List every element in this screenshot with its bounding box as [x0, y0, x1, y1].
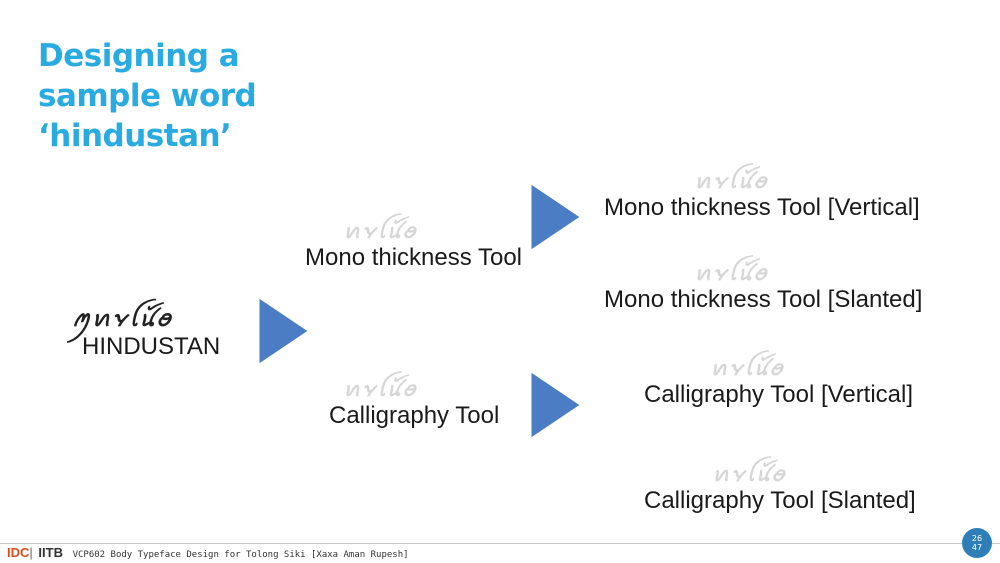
title-line-3: ‘hindustan’	[38, 118, 232, 154]
iitb-text: IITB	[38, 545, 63, 560]
mono-script-word: ꪕꪩꪶꪙꪰꪮ	[343, 219, 417, 243]
slide-footer: IDC| IITB VCP602 Body Typeface Design fo…	[0, 543, 1000, 563]
arrow-right-icon	[256, 293, 313, 369]
slide-title: Designing a sample word ‘hindustan’	[38, 36, 338, 156]
footer-divider	[0, 543, 1000, 544]
calligraphy-vertical-label: Calligraphy Tool [Vertical]	[644, 381, 914, 408]
mono-slanted-label: Mono thickness Tool [Slanted]	[604, 286, 923, 313]
calligraphy-slanted-label: Calligraphy Tool [Slanted]	[644, 487, 916, 514]
source-script-word: ꪑꪕꪩꪶꪙꪰꪮ	[72, 306, 172, 332]
calligraphy-script-word: ꪕꪩꪶꪙꪰꪮ	[343, 377, 417, 401]
mono-vertical-script-word: ꪕꪩꪶꪙꪰꪮ	[694, 169, 768, 193]
mono-slanted-script-word: ꪕꪩꪶꪙꪰꪮ	[694, 261, 768, 285]
calligraphy-slanted-script-word: ꪕꪩꪶꪙꪰꪮ	[712, 462, 786, 486]
mono-tool-label: Mono thickness Tool	[305, 244, 523, 271]
title-line-1: Designing a	[38, 38, 240, 74]
page-total: 47	[971, 543, 983, 552]
mono-vertical-label: Mono thickness Tool [Vertical]	[604, 194, 920, 221]
footer-separator: |	[29, 545, 33, 560]
arrow-right-icon	[528, 179, 585, 255]
page-current: 26	[971, 534, 983, 543]
title-line-2: sample word	[38, 78, 257, 114]
calligraphy-tool-label: Calligraphy Tool	[329, 402, 500, 429]
course-title: VCP602 Body Typeface Design for Tolong S…	[72, 550, 409, 560]
footer-text: IDC| IITB VCP602 Body Typeface Design fo…	[7, 545, 409, 560]
source-label: HINDUSTAN	[82, 333, 221, 360]
calligraphy-vertical-script-word: ꪕꪩꪶꪙꪰꪮ	[710, 356, 784, 380]
page-number-badge: 26 47	[962, 528, 992, 558]
arrow-right-icon	[528, 367, 585, 443]
idc-logo-text: IDC	[7, 545, 30, 560]
